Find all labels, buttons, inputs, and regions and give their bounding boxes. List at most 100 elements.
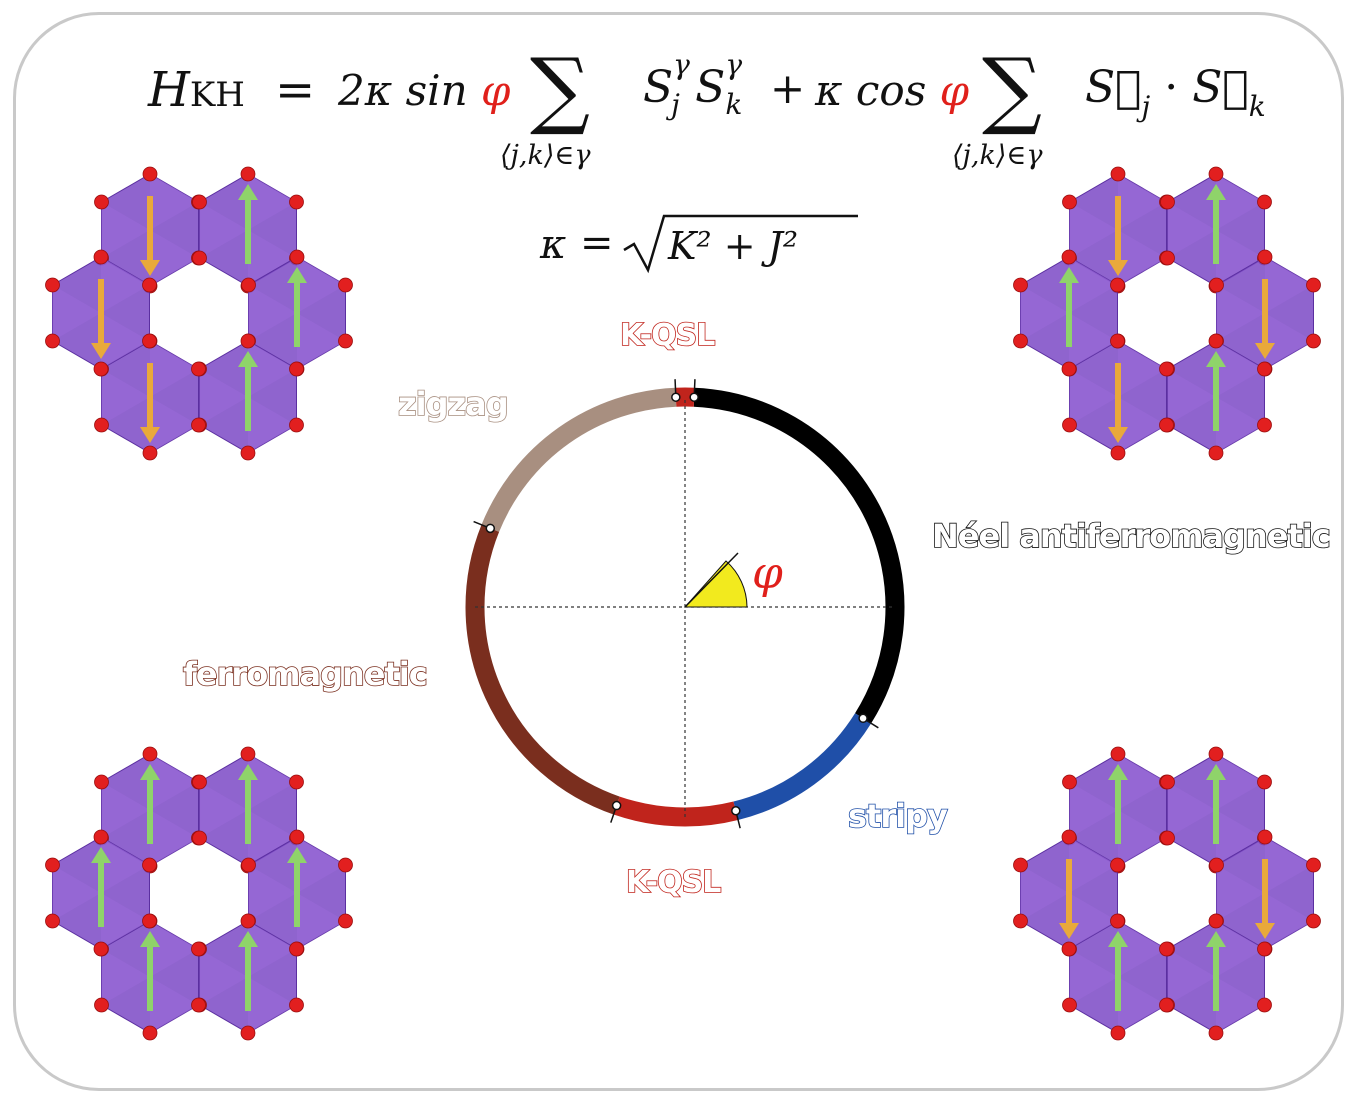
octahedron-facet <box>1167 949 1216 1005</box>
octahedron-facet <box>1069 949 1118 1005</box>
oxygen-atom <box>1159 997 1174 1013</box>
octahedron-facet <box>199 202 248 258</box>
oxygen-atom <box>192 250 207 266</box>
octahedron-facet <box>1216 865 1265 921</box>
octahedron-facet <box>52 865 101 921</box>
octahedron-facet <box>248 977 297 1033</box>
oxygen-atom <box>1062 997 1077 1013</box>
oxygen-atom <box>93 249 109 265</box>
spin-arrowhead <box>238 764 258 780</box>
oxygen-atom <box>1306 857 1321 873</box>
oxygen-atom <box>1209 857 1224 873</box>
kqsl-top-label: K-QSL <box>619 317 716 354</box>
oxygen-atom <box>1110 913 1125 929</box>
octahedron-facet <box>1069 369 1118 425</box>
spin-arrowhead <box>238 184 258 200</box>
heisenberg-term: S⃗j · S⃗k <box>1085 62 1266 123</box>
oxygen-atom <box>1257 997 1272 1013</box>
oxygen-atom <box>241 277 256 293</box>
oxygen-atom <box>1062 417 1077 433</box>
octahedron-facet <box>1069 202 1118 258</box>
octahedron-facet <box>101 257 150 313</box>
octahedron-facet <box>1216 285 1265 341</box>
oxygen-atom <box>94 194 109 210</box>
spin-arrowhead <box>1108 931 1128 947</box>
stripy-label: stripy <box>847 796 948 836</box>
oxygen-atom <box>1208 333 1224 349</box>
oxygen-atom <box>338 333 353 349</box>
octahedron-facet <box>1216 810 1265 866</box>
oxygen-atom <box>1306 277 1321 293</box>
spin-arrowhead <box>238 931 258 947</box>
oxygen-atom <box>1061 361 1077 377</box>
oxygen-atom <box>1110 166 1126 182</box>
octahedron-facet <box>150 230 199 286</box>
spin-arrowhead <box>1206 931 1226 947</box>
oxygen-atom <box>1110 333 1125 349</box>
octahedron-facet <box>101 893 150 949</box>
octahedron <box>1020 256 1118 370</box>
oxygen-atom <box>1306 913 1321 929</box>
octahedron-facet <box>1167 202 1216 258</box>
oxygen-atom <box>1208 746 1224 762</box>
oxygen-atom <box>1110 445 1126 461</box>
oxygen-atom <box>94 997 109 1013</box>
oxygen-atom <box>1257 361 1272 377</box>
oxygen-atom <box>1159 417 1174 433</box>
oxygen-atom <box>191 997 206 1013</box>
oxygen-atom <box>93 941 109 957</box>
oxygen-atom <box>240 1025 256 1041</box>
oxygen-atom <box>1061 249 1077 265</box>
oxygen-atom <box>142 445 158 461</box>
octahedron-facet <box>1216 174 1265 230</box>
oxygen-atom <box>1061 829 1077 845</box>
octahedron-facet <box>1216 977 1265 1033</box>
oxygen-atom <box>94 417 109 433</box>
spin-arrowhead <box>140 931 160 947</box>
oxygen-atom <box>1062 194 1077 210</box>
octahedron-facet <box>1216 397 1265 453</box>
oxygen-atom <box>1013 913 1028 929</box>
oxygen-atom <box>240 913 256 929</box>
octahedron-facet <box>150 921 199 977</box>
octahedron-facet <box>1069 313 1118 369</box>
oxygen-atom <box>1110 277 1125 293</box>
octahedron-facet <box>1118 174 1167 230</box>
oxygen-atom <box>1110 1025 1126 1041</box>
octahedron-facet <box>1069 893 1118 949</box>
octahedron-facet <box>150 754 199 810</box>
oxygen-atom <box>142 1025 158 1041</box>
zigzag-label: zigzag <box>397 384 509 424</box>
octahedron-facet <box>101 369 150 425</box>
oxygen-atom <box>1160 194 1175 210</box>
octahedron-facet <box>1118 921 1167 977</box>
oxygen-atom <box>1257 249 1273 265</box>
plus-sign: + <box>770 64 806 113</box>
oxygen-atom <box>142 277 157 293</box>
spin-arrowhead <box>287 847 307 863</box>
spin-arrowhead <box>140 764 160 780</box>
oxygen-atom <box>289 249 305 265</box>
spin-arrowhead <box>1206 764 1226 780</box>
oxygen-atom <box>1257 194 1272 210</box>
hamiltonian-symbol: HKH <box>148 62 245 118</box>
octahedron-facet <box>101 202 150 258</box>
octahedron-facet <box>248 754 297 810</box>
octahedron-facet <box>297 257 346 313</box>
spin-arrowhead <box>1108 427 1128 443</box>
oxygen-atom <box>142 857 157 873</box>
octahedron-facet <box>1265 257 1314 313</box>
spin-arrowhead <box>140 427 160 443</box>
oxygen-atom <box>289 194 304 210</box>
octahedron-facet <box>297 313 346 369</box>
oxygen-atom <box>338 277 353 293</box>
oxygen-atom <box>289 829 305 845</box>
octahedron-facet <box>101 782 150 838</box>
octahedron-facet <box>101 949 150 1005</box>
oxygen-atom <box>1013 277 1028 293</box>
kitaev-sum-subscript: ⟨j,k⟩∈γ <box>500 140 591 171</box>
octahedron-facet <box>1069 257 1118 313</box>
octahedron-facet <box>248 230 297 286</box>
octahedron-facet <box>1118 977 1167 1033</box>
octahedron-facet <box>1167 782 1216 838</box>
